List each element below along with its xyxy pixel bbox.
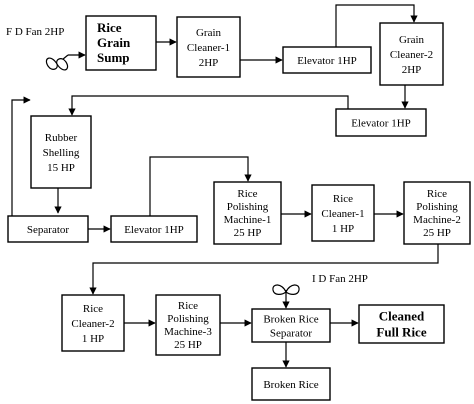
box-rubber-shelling-line-3: 15 HP [47, 162, 75, 174]
box-grain-cleaner-2-line-2: Cleaner-2 [390, 49, 433, 61]
box-rice-cleaner-1-line-1: Rice [333, 193, 353, 205]
id-fan-icon [272, 284, 300, 302]
box-broken-rice-separator-line-1: Broken Rice [263, 313, 318, 325]
box-rice-polishing-machine-3-line-2: Polishing [167, 313, 209, 325]
box-rice-polishing-machine-1-line-2: Polishing [227, 201, 269, 213]
box-rubber-shelling-frame [30, 115, 92, 189]
box-rice-cleaner-2-line-1: Rice [83, 303, 103, 315]
box-rice-polishing-machine-1-line-4: 25 HP [234, 227, 262, 239]
fd-fan-label: F D Fan 2HP [6, 26, 64, 38]
box-rice-cleaner-1-frame [311, 184, 375, 242]
box-rice-polishing-machine-3-frame [155, 294, 221, 356]
box-rice-polishing-machine-3-line-4: 25 HP [174, 339, 202, 351]
box-broken-rice-separator-frame [251, 308, 331, 343]
box-rice-polishing-machine-1-line-1: Rice [237, 188, 257, 200]
box-grain-cleaner-1-line-1: Grain [196, 27, 222, 39]
fd-fan-icon [45, 54, 69, 71]
arrow-polishing2-to-ricecleaner2 [89, 244, 439, 295]
box-elevator-1-line-1: Elevator 1HP [297, 55, 357, 67]
box-rice-grain-sump-frame [85, 15, 157, 71]
box-rice-polishing-machine-1-frame [213, 181, 282, 245]
box-cleaned-full-rice-line-1: Cleaned [379, 308, 425, 323]
box-rice-grain-sump-line-3: Sump [97, 50, 130, 65]
box-rice-polishing-machine-2-frame [403, 181, 471, 245]
box-rice-polishing-machine-2-line-4: 25 HP [423, 227, 451, 239]
box-rubber-shelling-line-2: Shelling [43, 147, 80, 159]
box-rice-cleaner-1-line-3: 1 HP [332, 223, 354, 235]
box-rice-polishing-machine-1-line-3: Machine-1 [224, 214, 272, 226]
box-rice-cleaner-1-line-2: Cleaner-1 [321, 208, 364, 220]
box-elevator-1: Elevator 1HP [282, 46, 372, 74]
box-rice-polishing-machine-2-line-1: Rice [427, 188, 447, 200]
box-broken-rice-frame [251, 367, 331, 401]
box-elevator-2: Elevator 1HP [335, 108, 427, 137]
box-broken-rice: Broken Rice [251, 367, 331, 401]
box-elevator-2-frame [335, 108, 427, 137]
box-grain-cleaner-2-line-1: Grain [399, 34, 425, 46]
box-rice-grain-sump-line-2: Grain [97, 35, 131, 50]
box-rice-polishing-machine-2-line-3: Machine-2 [413, 214, 461, 226]
box-elevator-3-frame [110, 215, 198, 243]
box-broken-rice-line-1: Broken Rice [263, 379, 318, 391]
box-cleaned-full-rice-line-2: Full Rice [376, 324, 426, 339]
box-rice-polishing-machine-3-line-1: Rice [178, 300, 198, 312]
arrow-elevator1-to-cleaner2 [335, 4, 418, 47]
box-elevator-1-frame [282, 46, 372, 74]
arrow-elevator3-to-polishing1 [149, 156, 252, 216]
box-rice-cleaner-2-line-2: Cleaner-2 [71, 318, 114, 330]
box-rubber-shelling-line-1: Rubber [45, 132, 78, 144]
box-cleaned-full-rice-frame [358, 304, 445, 344]
box-rice-polishing-machine-3-line-3: Machine-3 [164, 326, 212, 338]
box-grain-cleaner-2-line-3: 2HP [402, 64, 422, 76]
box-grain-cleaner-1-frame [176, 16, 241, 78]
box-rice-cleaner-2-frame [61, 294, 125, 352]
box-rice-cleaner-2-line-3: 1 HP [82, 333, 104, 345]
box-grain-cleaner-1-line-2: Cleaner-1 [187, 42, 230, 54]
box-broken-rice-separator-line-2: Separator [270, 327, 312, 339]
arrow-separator-back-to-shelling [11, 96, 31, 216]
box-elevator-3: Elevator 1HP [110, 215, 198, 243]
box-rice-grain-sump-line-1: Rice [97, 20, 122, 35]
box-separator-frame [7, 215, 89, 243]
box-elevator-2-line-1: Elevator 1HP [351, 118, 411, 130]
box-rice-polishing-machine-2-line-2: Polishing [416, 201, 458, 213]
box-grain-cleaner-1-line-3: 2HP [199, 57, 219, 69]
box-grain-cleaner-2-frame [379, 22, 444, 86]
box-separator: Separator [7, 215, 89, 243]
id-fan-label: I D Fan 2HP [312, 273, 368, 285]
connectors [11, 4, 439, 368]
box-separator-line-1: Separator [27, 224, 69, 236]
box-elevator-3-line-1: Elevator 1HP [124, 224, 184, 236]
arrow-elevator2-to-shelling [68, 95, 349, 116]
